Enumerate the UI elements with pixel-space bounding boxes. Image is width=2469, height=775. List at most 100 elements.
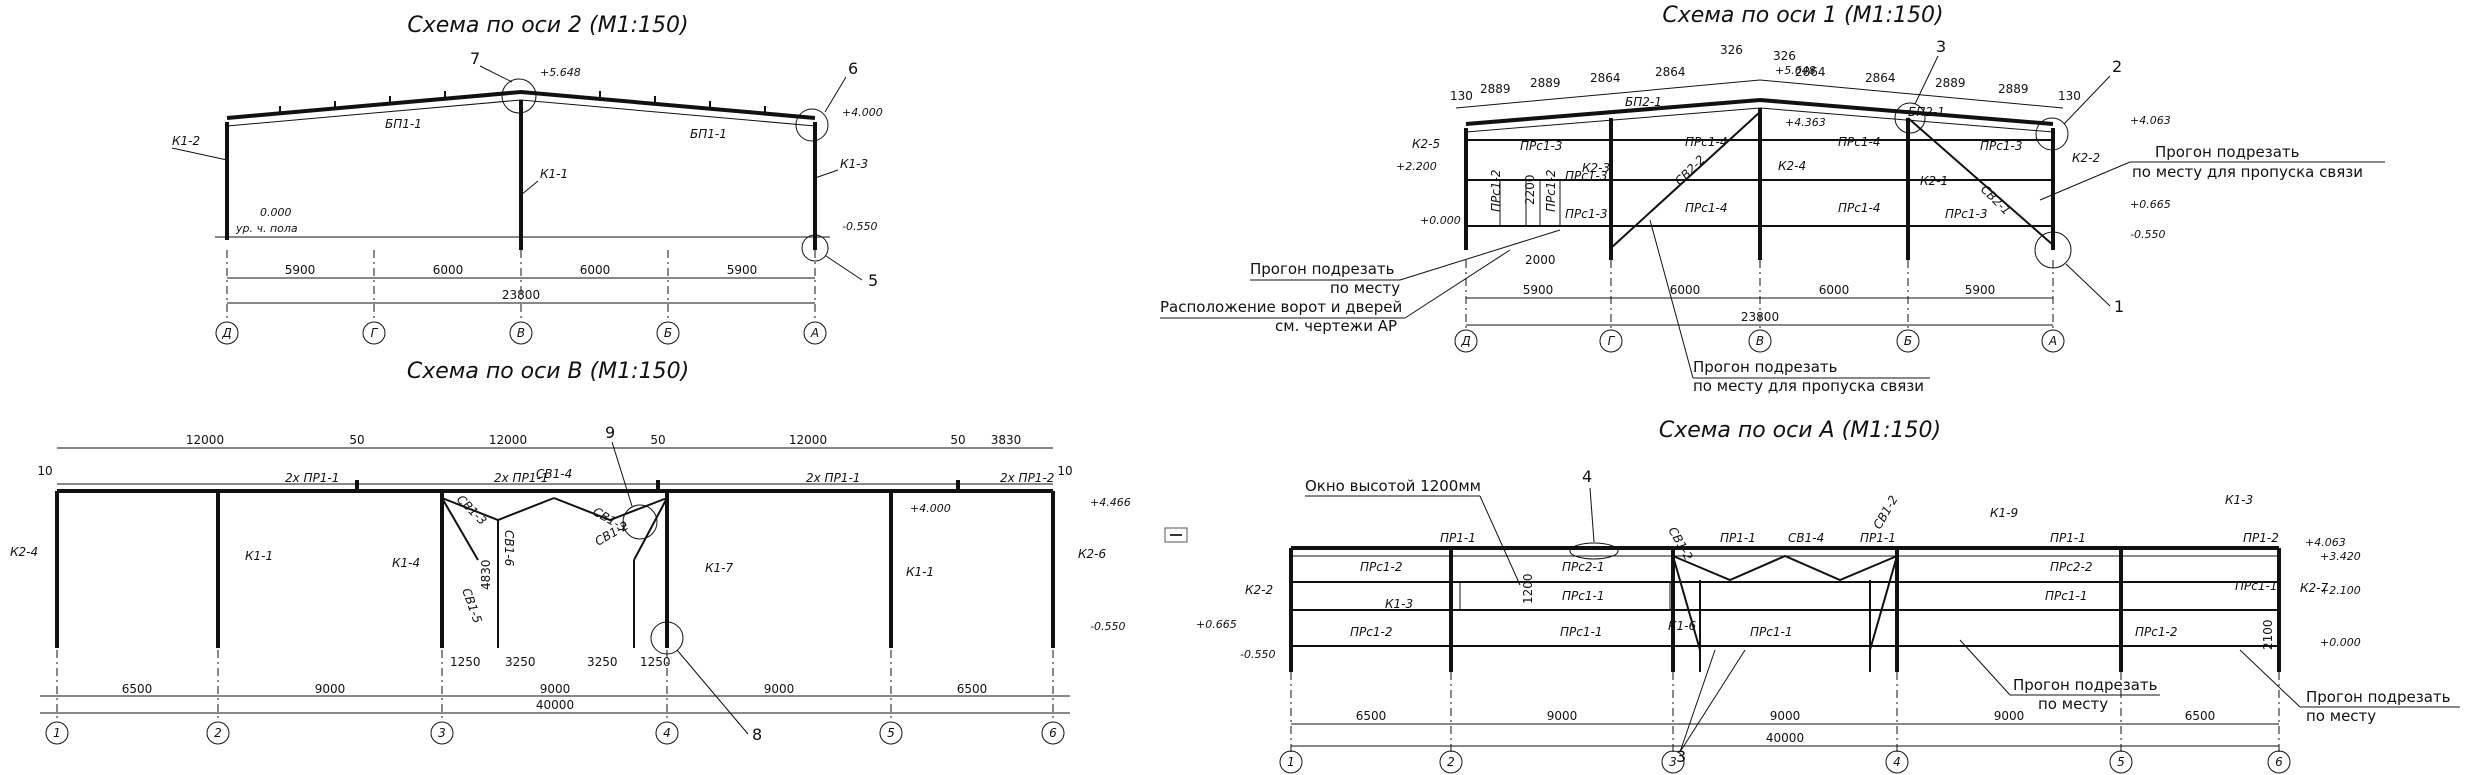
svg-text:2х ПР1-1: 2х ПР1-1 — [285, 471, 339, 485]
svg-text:+4.363: +4.363 — [1785, 116, 1826, 129]
svg-text:ПРс1-2: ПРс1-2 — [1360, 560, 1402, 574]
svg-text:Г: Г — [1608, 334, 1616, 348]
svg-text:5900: 5900 — [1965, 283, 1996, 297]
notes: Прогон подрезать по месту для пропуска с… — [1160, 143, 2385, 395]
callout-circle-5 — [801, 234, 829, 262]
svg-text:СВ1-2: СВ1-2 — [1870, 493, 1900, 531]
svg-text:Прогон подрезать: Прогон подрезать — [2155, 143, 2299, 161]
callout-circle-6 — [795, 108, 829, 142]
svg-text:9000: 9000 — [764, 682, 795, 696]
svg-text:50: 50 — [650, 433, 665, 447]
scheme-a-title: Схема по оси А (М1:150) — [1659, 418, 1941, 443]
svg-text:А: А — [2048, 334, 2057, 348]
svg-text:по месту: по месту — [2038, 695, 2108, 713]
callout-ellipse-4 — [1569, 542, 1619, 560]
brace-sv2-2 — [1610, 111, 1761, 249]
label-k1-2: К1-2 — [172, 134, 200, 148]
svg-text:см. чертежи АР: см. чертежи АР — [1275, 317, 1397, 335]
svg-text:+0.665: +0.665 — [2130, 198, 2171, 211]
member-labels: ПР1-1 ПР1-1 ПР1-1 ПР1-1 ПР1-2 СВ1-4 СВ1-… — [1245, 493, 2328, 639]
svg-text:2889: 2889 — [1998, 82, 2029, 96]
callout-circle-9 — [622, 504, 658, 540]
svg-text:ПРс1-2: ПРс1-2 — [2135, 625, 2177, 639]
svg-text:Прогон подрезать: Прогон подрезать — [1250, 260, 1394, 278]
scheme-v-title: Схема по оси В (М1:150) — [407, 359, 689, 384]
axis-bubbles: Д Г В Б А — [1454, 260, 2065, 353]
svg-text:ПР1-2: ПР1-2 — [2243, 531, 2279, 545]
label-k1-3: К1-3 — [840, 157, 868, 171]
svg-text:3250: 3250 — [505, 655, 536, 669]
svg-text:К2-5: К2-5 — [1412, 137, 1440, 151]
svg-text:К2-4: К2-4 — [10, 545, 38, 559]
svg-text:9000: 9000 — [1770, 709, 1801, 723]
svg-text:6000: 6000 — [433, 263, 464, 277]
roof-rafter-bottom — [1465, 107, 2054, 133]
callout-4: 4 — [1582, 467, 1592, 486]
svg-text:по месту для пропуска связи: по месту для пропуска связи — [2132, 163, 2363, 181]
elevations: +4.063 +3.420 +2.100 +0.000 +0.665 -0.55… — [1196, 536, 2361, 661]
svg-text:2889: 2889 — [1480, 82, 1511, 96]
door-frame-2 — [1539, 179, 1561, 227]
svg-text:К1-3: К1-3 — [1385, 597, 1413, 611]
scheme-1-title: Схема по оси 1 (М1:150) — [1662, 3, 1943, 28]
svg-text:2889: 2889 — [1935, 76, 1966, 90]
scheme-axis-1: Схема по оси 1 (М1:150) 130 2889 2889 28… — [1160, 3, 2385, 395]
svg-text:Окно высотой 1200мм: Окно высотой 1200мм — [1305, 477, 1481, 495]
svg-text:3: 3 — [438, 726, 446, 740]
svg-text:ПРс1-3: ПРс1-3 — [1945, 207, 1987, 221]
callout-circle-2 — [2035, 117, 2069, 151]
axis-bubbles: 1 2 3 4 5 6 — [45, 650, 1065, 745]
svg-text:Прогон подрезать: Прогон подрезать — [2306, 688, 2450, 706]
svg-text:9000: 9000 — [315, 682, 346, 696]
svg-text:5: 5 — [887, 726, 895, 740]
svg-text:ПРс1-1: ПРс1-1 — [1560, 625, 1602, 639]
portal-bracing — [441, 497, 668, 648]
svg-text:-0.550: -0.550 — [2130, 228, 2165, 241]
svg-text:3: 3 — [1669, 755, 1677, 769]
top-dim-line-right — [1759, 79, 2064, 109]
span-dims: 5900 6000 6000 5900 — [1523, 283, 1996, 297]
window-opening — [1459, 581, 1671, 611]
svg-text:ПРс1-4: ПРс1-4 — [1685, 135, 1727, 149]
svg-text:Д: Д — [1460, 334, 1470, 348]
door-height-dim: 2200 — [1523, 174, 1537, 205]
span-dims: 5900 6000 6000 5900 — [285, 263, 758, 277]
svg-text:50: 50 — [349, 433, 364, 447]
svg-text:6500: 6500 — [1356, 709, 1387, 723]
elev-top: +5.648 — [540, 66, 581, 79]
door-frame — [1499, 179, 1527, 227]
svg-text:2х ПР1-1: 2х ПР1-1 — [806, 471, 860, 485]
svg-text:К2-2: К2-2 — [2072, 151, 2100, 165]
label-bp1-1-right: БП1-1 — [690, 127, 727, 141]
scheme-axis-a: Схема по оси А (М1:150) 4 — [1164, 418, 2460, 774]
svg-text:3250: 3250 — [587, 655, 618, 669]
elevations: +4.000 +4.466 -0.550 — [910, 496, 1131, 633]
window-height-dim: 1200 — [1521, 573, 1535, 604]
svg-text:ПРс1-1: ПРс1-1 — [1562, 589, 1604, 603]
label-bp1-1-left: БП1-1 — [385, 117, 422, 131]
callout-8: 8 — [752, 725, 762, 744]
svg-text:10: 10 — [1057, 464, 1072, 478]
svg-text:СВ1-4: СВ1-4 — [536, 467, 572, 481]
roof-rafter — [1465, 97, 2054, 126]
total-dim: 40000 — [1766, 731, 1804, 745]
total-dim: 23800 — [502, 288, 540, 302]
svg-text:ПРс1-3: ПРс1-3 — [1565, 169, 1607, 183]
svg-text:6000: 6000 — [580, 263, 611, 277]
roof-rafter-bottom — [226, 99, 816, 127]
svg-text:ПРс1-3: ПРс1-3 — [1565, 207, 1607, 221]
svg-text:50: 50 — [950, 433, 965, 447]
svg-text:-0.550: -0.550 — [1240, 648, 1275, 661]
svg-text:Прогон подрезать: Прогон подрезать — [2013, 676, 2157, 694]
svg-text:ПРс2-1: ПРс2-1 — [1562, 560, 1604, 574]
svg-text:10: 10 — [37, 464, 52, 478]
svg-text:К2-6: К2-6 — [1078, 547, 1106, 561]
elev-right: +4.000 — [842, 106, 883, 119]
svg-text:К1-1: К1-1 — [245, 549, 273, 563]
svg-text:Расположение ворот и дверей: Расположение ворот и дверей — [1160, 298, 1402, 316]
scheme-axis-v: Схема по оси В (М1:150) 9 8 — [10, 359, 1131, 745]
svg-text:К1-3: К1-3 — [2225, 493, 2253, 507]
svg-text:+2.200: +2.200 — [1396, 160, 1437, 173]
svg-text:4830: 4830 — [479, 559, 493, 590]
